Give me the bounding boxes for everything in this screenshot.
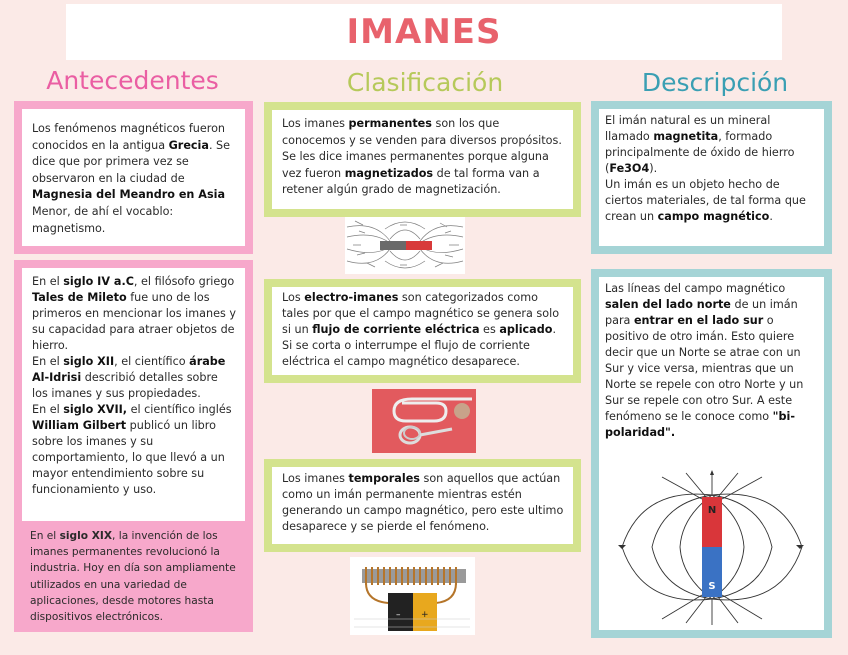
title-banner: IMANES (66, 4, 782, 60)
coil-image (372, 389, 476, 453)
descripcion-box-1-text: El imán natural es un mineral llamado ma… (599, 109, 824, 246)
wire-coil-icon (392, 397, 472, 445)
clasificacion-box-1-text: Los imanes permanentes son los que conoc… (272, 110, 573, 209)
clasificacion-box-2: Los electro-imanes son categorizados com… (264, 279, 581, 383)
heading-clasificacion: Clasificación (346, 68, 504, 97)
antecedentes-box-3-text: En el siglo XIX, la invención de los ima… (30, 530, 236, 624)
north-pole-label: N (708, 505, 716, 516)
descripcion-box-2: Las líneas del campo magnético salen del… (591, 269, 832, 638)
descripcion-box-2-text: Las líneas del campo magnético salen del… (599, 277, 824, 630)
clasificacion-box-2-text: Los electro-imanes son categorizados com… (272, 287, 573, 375)
antecedentes-box-3: En el siglo XIX, la invención de los ima… (14, 521, 253, 632)
page-title: IMANES (346, 12, 502, 52)
bar-magnet-image (345, 217, 465, 274)
clasificacion-box-3: Los imanes temporales son aquellos que a… (264, 459, 581, 552)
descripcion-box-1: El imán natural es un mineral llamado ma… (591, 101, 832, 254)
svg-text:–: – (396, 610, 401, 620)
antecedentes-box-1-text: Los fenómenos magnéticos fueron conocido… (22, 109, 245, 246)
antecedentes-box-2: En el siglo IV a.C, el filósofo griego T… (14, 260, 253, 529)
clasificacion-box-1: Los imanes permanentes son los que conoc… (264, 102, 581, 217)
battery-icon: – + (354, 567, 470, 631)
magnetic-field-diagram: N S (618, 470, 804, 625)
antecedentes-box-2-text: En el siglo IV a.C, el filósofo griego T… (22, 268, 245, 521)
south-pole-label: S (708, 581, 715, 592)
battery-electromagnet-image: – + (350, 557, 475, 635)
antecedentes-box-1: Los fenómenos magnéticos fueron conocido… (14, 101, 253, 254)
svg-text:+: + (421, 610, 429, 620)
heading-descripcion: Descripción (641, 68, 789, 97)
clasificacion-box-3-text: Los imanes temporales son aquellos que a… (272, 467, 573, 544)
heading-antecedentes: Antecedentes (46, 66, 219, 95)
iron-filings-icon (346, 220, 464, 269)
